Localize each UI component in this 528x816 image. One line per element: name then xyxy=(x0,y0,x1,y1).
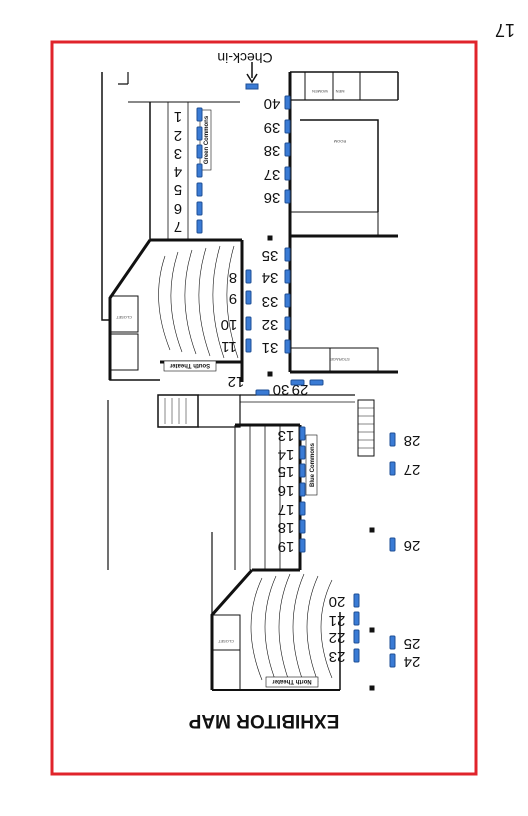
booth-marker-4[interactable] xyxy=(196,163,203,178)
booth-label-25: 25 xyxy=(404,635,421,652)
svg-text:CLOSET: CLOSET xyxy=(217,639,234,644)
booth-marker-14[interactable] xyxy=(299,445,306,460)
booth-label-30: 30 xyxy=(273,381,290,398)
booth-marker-36[interactable] xyxy=(284,189,291,204)
booth-marker-1[interactable] xyxy=(196,107,203,122)
booth-marker-11[interactable] xyxy=(245,338,252,353)
booth-label-19: 19 xyxy=(278,538,295,555)
booth-marker-22[interactable] xyxy=(353,629,360,644)
booth-label-34: 34 xyxy=(262,269,279,286)
booth-label-14: 14 xyxy=(278,446,295,463)
booth-marker-33[interactable] xyxy=(284,293,291,308)
booth-label-10: 10 xyxy=(221,316,238,333)
booth-label-17: 17 xyxy=(278,501,295,518)
booth-label-7: 7 xyxy=(174,218,182,235)
booth-marker-2[interactable] xyxy=(196,126,203,141)
area-label-north-theater: North Theater xyxy=(272,678,312,684)
booth-label-37: 37 xyxy=(264,166,281,183)
checkin-booth-marker xyxy=(245,83,259,90)
booth-marker-15[interactable] xyxy=(299,463,306,478)
booth-label-28: 28 xyxy=(404,432,421,449)
booth-marker-29[interactable] xyxy=(309,379,324,386)
booth-label-1: 1 xyxy=(174,108,182,125)
booth-label-16: 16 xyxy=(278,482,295,499)
booth-label-33: 33 xyxy=(262,293,279,310)
svg-text:WOMEN: WOMEN xyxy=(312,89,328,94)
booth-label-3: 3 xyxy=(174,145,182,162)
booth-label-8: 8 xyxy=(229,269,237,286)
map-title: EXHIBITOR MAP xyxy=(188,710,339,731)
svg-text:MEN: MEN xyxy=(335,89,344,94)
booth-marker-23[interactable] xyxy=(353,648,360,663)
area-label-green-commons: Green Commons xyxy=(204,115,210,164)
booth-marker-17[interactable] xyxy=(299,501,306,516)
booth-marker-31[interactable] xyxy=(284,339,291,354)
booth-label-26: 26 xyxy=(404,537,421,554)
booth-label-12: 12 xyxy=(228,373,245,390)
booth-label-11: 11 xyxy=(221,338,237,355)
booth-label-13: 13 xyxy=(278,427,295,444)
area-label-blue-commons: Blue Commons xyxy=(310,442,316,487)
checkin-label: Check-in xyxy=(217,50,272,66)
booth-marker-34[interactable] xyxy=(284,269,291,284)
booth-marker-5[interactable] xyxy=(196,182,203,197)
booth-marker-26[interactable] xyxy=(389,537,396,552)
booth-marker-7[interactable] xyxy=(196,219,203,234)
checkin-marker: Check-in xyxy=(217,50,273,84)
booth-marker-21[interactable] xyxy=(353,611,360,626)
booth-marker-24[interactable] xyxy=(389,653,396,668)
booth-marker-10[interactable] xyxy=(245,316,252,331)
booth-marker-38[interactable] xyxy=(284,142,291,157)
booth-marker-28[interactable] xyxy=(389,432,396,447)
booth-marker-39[interactable] xyxy=(284,119,291,134)
booth-label-24: 24 xyxy=(404,653,421,670)
booth-marker-40[interactable] xyxy=(284,95,291,110)
booth-label-36: 36 xyxy=(264,189,281,206)
booth-label-39: 39 xyxy=(264,119,281,136)
booth-label-22: 22 xyxy=(329,629,346,646)
booth-label-9: 9 xyxy=(229,290,237,307)
booth-marker-6[interactable] xyxy=(196,201,203,216)
page-number: 17 xyxy=(495,20,515,40)
booth-label-38: 38 xyxy=(264,142,281,159)
booth-label-15: 15 xyxy=(278,463,295,480)
booth-marker-30[interactable] xyxy=(290,379,305,386)
booth-marker-18[interactable] xyxy=(299,519,306,534)
booth-marker-35[interactable] xyxy=(284,247,291,262)
map-frame xyxy=(50,40,478,776)
booth-marker-13[interactable] xyxy=(299,426,306,441)
booth-label-5: 5 xyxy=(174,181,182,198)
booth-marker-8[interactable] xyxy=(245,269,252,284)
svg-text:STORAGE: STORAGE xyxy=(330,357,350,362)
booth-marker-27[interactable] xyxy=(389,461,396,476)
booth-label-18: 18 xyxy=(278,519,295,536)
booth-label-31: 31 xyxy=(262,339,279,356)
svg-text:CLOSET: CLOSET xyxy=(115,315,132,320)
booth-marker-19[interactable] xyxy=(299,538,306,553)
svg-text:ROOM: ROOM xyxy=(334,139,346,144)
booth-label-21: 21 xyxy=(329,612,346,629)
booth-label-6: 6 xyxy=(174,200,182,217)
booth-label-20: 20 xyxy=(329,593,346,610)
booth-marker-3[interactable] xyxy=(196,144,203,159)
booth-marker-9[interactable] xyxy=(245,290,252,305)
booth-label-27: 27 xyxy=(404,461,421,478)
booth-label-2: 2 xyxy=(174,127,182,144)
booth-marker-16[interactable] xyxy=(299,482,306,497)
booth-marker-37[interactable] xyxy=(284,166,291,181)
booth-label-35: 35 xyxy=(262,247,279,264)
booth-label-4: 4 xyxy=(174,163,182,180)
booth-marker-12[interactable] xyxy=(255,389,270,396)
booth-marker-25[interactable] xyxy=(389,635,396,650)
room-labels: MEN WOMEN ROOM STORAGE CLOSET CLOSET xyxy=(115,89,349,644)
area-label-south-theater: South Theater xyxy=(169,362,210,368)
booth-marker-32[interactable] xyxy=(284,316,291,331)
booth-label-23: 23 xyxy=(329,648,346,665)
booth-marker-20[interactable] xyxy=(353,593,360,608)
booth-label-40: 40 xyxy=(264,95,281,112)
booth-label-32: 32 xyxy=(262,316,279,333)
